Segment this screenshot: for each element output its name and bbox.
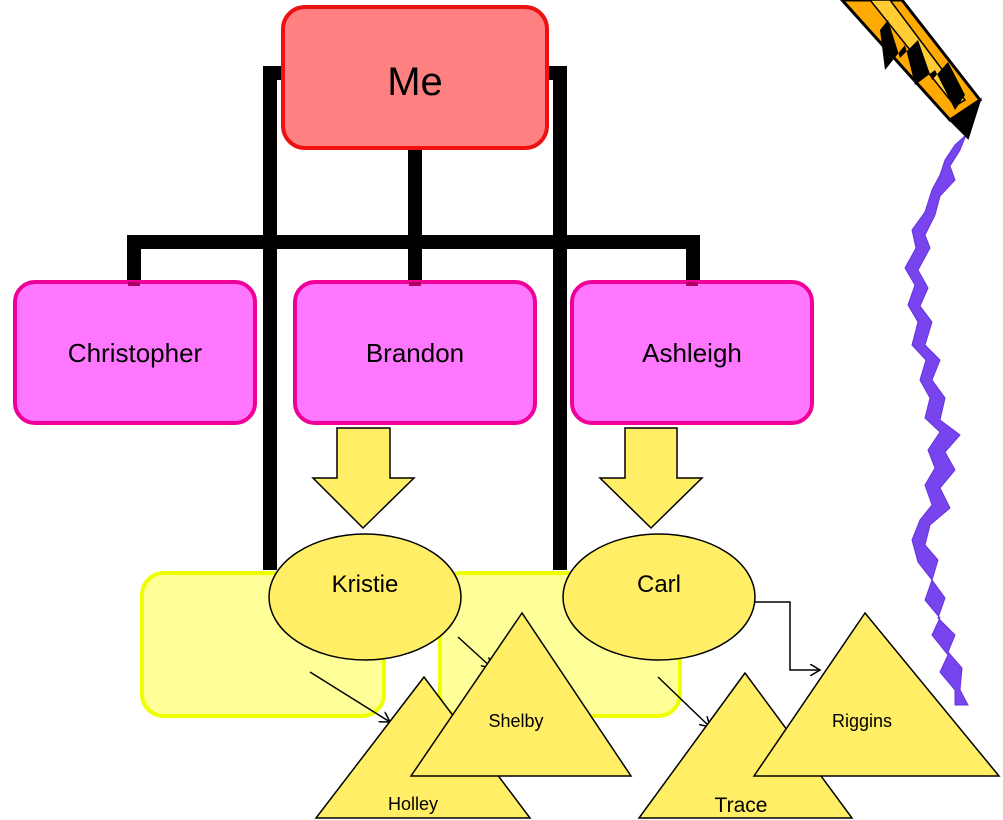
node-me-label: Me	[387, 60, 443, 104]
lightning-bolt-icon	[904, 134, 969, 706]
node-me[interactable]: Me	[281, 5, 549, 150]
node-riggins[interactable]: Riggins	[752, 611, 1001, 777]
node-riggins-label: Riggins	[832, 711, 892, 731]
node-carl-label: Carl	[637, 571, 681, 598]
pencil-icon	[839, 0, 983, 140]
arrow-ashleigh-to-carl	[598, 427, 704, 530]
thin-arrows	[309, 601, 820, 727]
node-ashleigh-label: Ashleigh	[642, 338, 742, 368]
node-trace-label: Trace	[715, 794, 768, 817]
node-christopher-label: Christopher	[68, 338, 203, 368]
node-kristie-label: Kristie	[332, 571, 399, 598]
node-carl[interactable]: Carl	[562, 533, 756, 661]
tree-connectors	[127, 66, 700, 570]
node-shelby-label: Shelby	[488, 711, 543, 731]
node-kristie[interactable]: Kristie	[268, 533, 462, 661]
node-shelby[interactable]: Shelby	[409, 611, 633, 777]
arrow-brandon-to-kristie	[311, 427, 416, 530]
node-brandon-label: Brandon	[366, 338, 464, 368]
node-brandon[interactable]: Brandon	[293, 280, 537, 425]
node-christopher[interactable]: Christopher	[13, 280, 257, 425]
node-ashleigh[interactable]: Ashleigh	[570, 280, 814, 425]
node-holley-label: Holley	[388, 794, 438, 814]
